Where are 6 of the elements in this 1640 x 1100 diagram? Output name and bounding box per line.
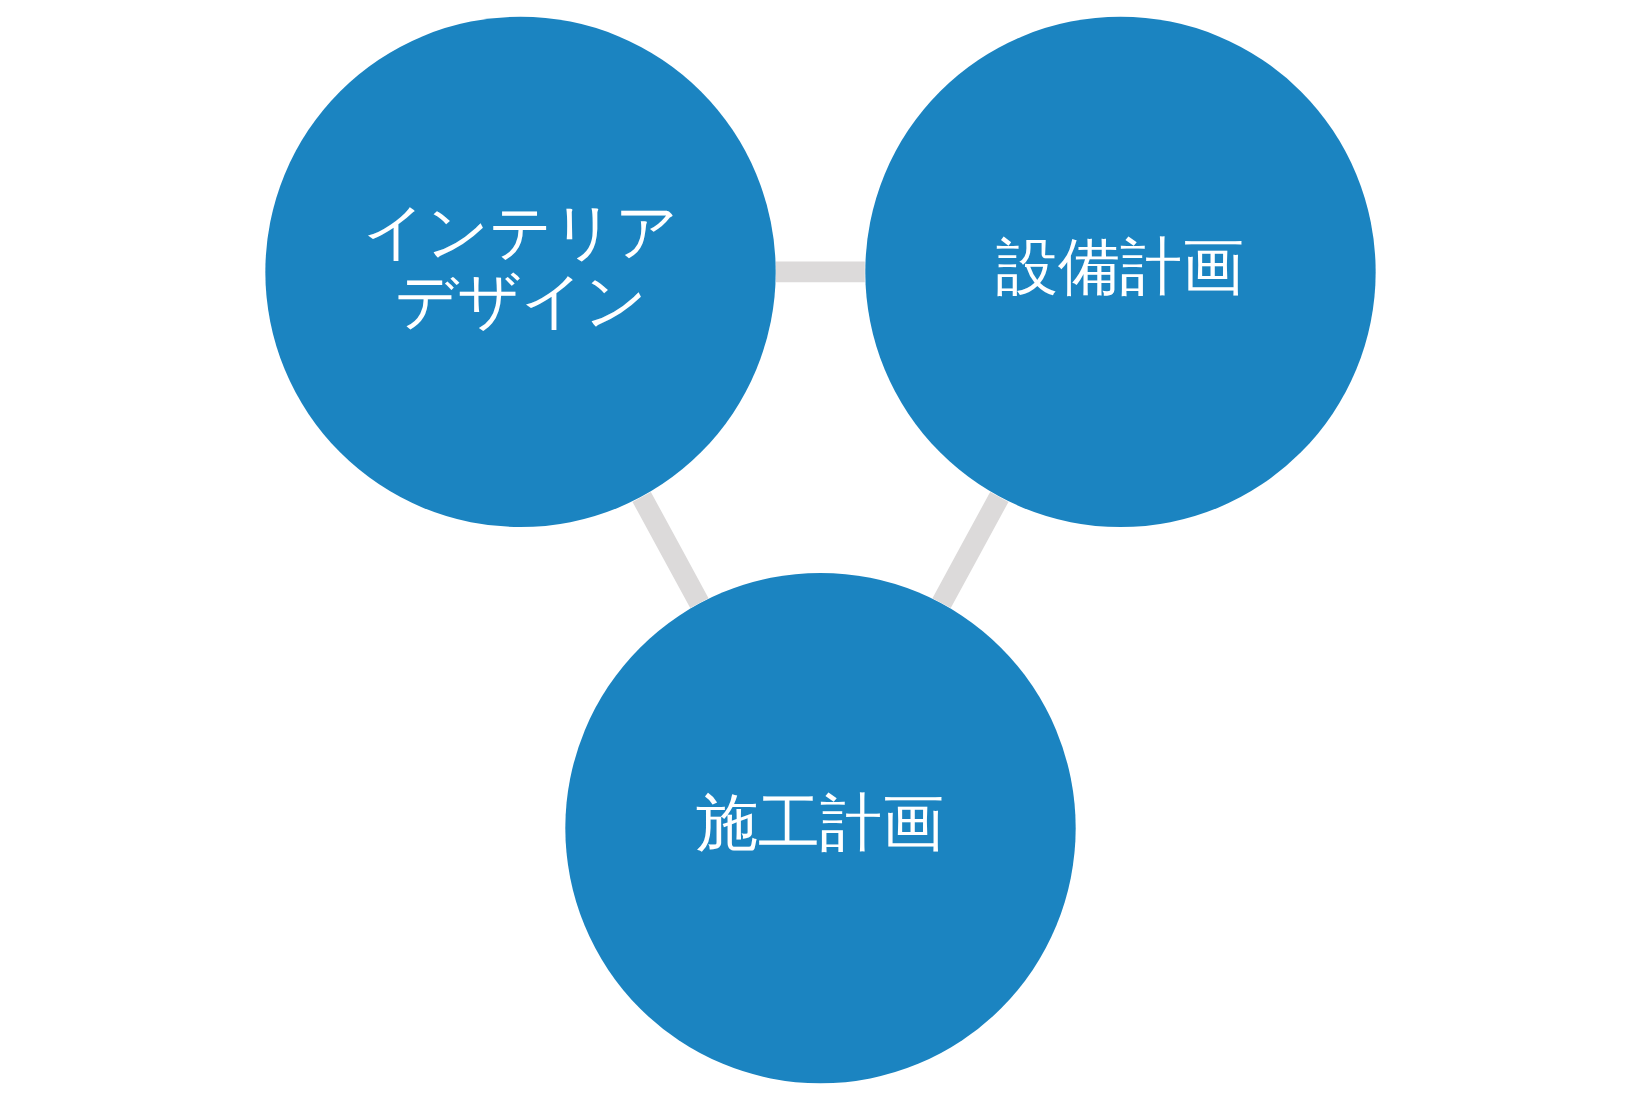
node-circle: 設備計画 — [864, 16, 1376, 528]
node-circle: 施工計画 — [564, 572, 1076, 1084]
node-circle: インテリアデザイン — [264, 16, 776, 528]
connector — [775, 261, 865, 283]
connector — [931, 491, 1008, 609]
connector — [632, 491, 709, 609]
